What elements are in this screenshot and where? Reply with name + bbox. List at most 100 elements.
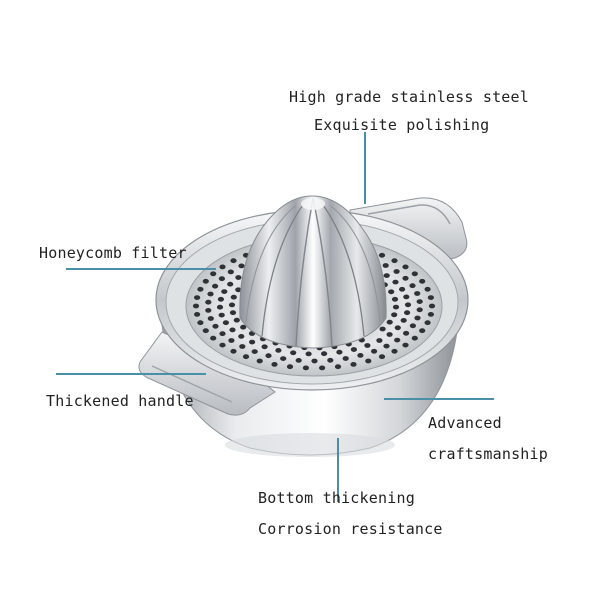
filter-hole [221, 289, 228, 294]
filter-hole [265, 353, 272, 359]
filter-hole [403, 330, 410, 336]
filter-hole [350, 362, 357, 367]
filter-hole [207, 316, 214, 321]
filter-hole [357, 353, 364, 358]
filter-hole [228, 338, 235, 343]
filter-hole [238, 334, 245, 339]
filter-hole [365, 358, 372, 364]
filter-hole [240, 324, 247, 330]
filter-hole [256, 358, 263, 364]
filter-hole [271, 362, 278, 367]
filter-hole [230, 348, 237, 354]
filter-hole [402, 275, 409, 281]
filter-hole [383, 343, 390, 349]
filter-hole [197, 320, 204, 326]
filter-hole [192, 303, 200, 309]
filter-hole [242, 354, 250, 360]
callout-craft-line2: craftsmanship [428, 445, 548, 463]
filter-hole [235, 287, 242, 293]
filter-hole [280, 356, 287, 361]
filter-hole [230, 294, 237, 300]
filter-hole [404, 310, 411, 316]
leader-line-bottom [337, 438, 339, 502]
filter-hole [404, 302, 412, 308]
filter-hole [290, 350, 297, 356]
filter-hole [427, 312, 434, 317]
callout-steel-line2: Exquisite polishing [314, 116, 490, 134]
filter-hole [424, 320, 431, 326]
filter-hole [419, 328, 426, 334]
filter-hole [414, 315, 421, 321]
filter-hole [409, 283, 416, 289]
filter-hole [210, 271, 217, 277]
filter-hole [364, 343, 371, 348]
filter-hole [403, 294, 410, 300]
filter-hole [205, 308, 212, 313]
filter-hole [194, 312, 201, 317]
filter-hole [419, 278, 426, 284]
filter-hole [295, 358, 302, 363]
callout-bottom-line1: Bottom thickening [258, 489, 415, 507]
filter-hole [302, 365, 309, 371]
filter-hole [416, 299, 423, 304]
filter-hole [233, 317, 240, 323]
filter-hole [391, 348, 398, 354]
filter-hole [411, 271, 418, 277]
filter-hole [386, 332, 393, 337]
filter-hole [402, 264, 409, 270]
filter-hole [230, 258, 237, 264]
filter-hole [321, 351, 328, 357]
filter-hole [261, 344, 268, 350]
filter-hole [217, 296, 224, 302]
filter-hole [286, 364, 294, 370]
leader-line-steel [364, 132, 366, 204]
filter-hole [219, 342, 226, 348]
callout-bottom-line2: Corrosion resistance [258, 520, 443, 538]
filter-hole [424, 286, 431, 292]
filter-hole [416, 307, 423, 313]
filter-hole [427, 295, 434, 300]
filter-hole [334, 364, 342, 370]
filter-hole [371, 348, 378, 354]
filter-hole [210, 335, 217, 341]
filter-hole [392, 304, 400, 310]
filter-hole [202, 278, 209, 284]
filter-hole [402, 342, 409, 348]
leader-line-craft [384, 398, 494, 400]
filter-hole [350, 347, 357, 352]
filter-hole [305, 351, 312, 357]
filter-hole [392, 279, 399, 285]
filter-hole [383, 273, 390, 278]
filter-hole [382, 263, 389, 268]
filter-hole [207, 291, 214, 297]
filter-hole [239, 344, 246, 349]
filter-hole [235, 275, 242, 280]
filter-hole [218, 312, 225, 318]
filter-hole [378, 252, 386, 258]
filter-hole [216, 304, 224, 310]
filter-hole [327, 357, 334, 363]
filter-hole [411, 335, 418, 341]
filter-hole [342, 356, 349, 361]
filter-hole [393, 269, 400, 274]
filter-hole [194, 295, 201, 300]
filter-hole [227, 281, 234, 287]
filter-hole [428, 303, 436, 309]
filter-hole [399, 286, 406, 292]
callout-craft-line1: Advanced [428, 414, 502, 432]
filter-hole [311, 358, 318, 364]
filter-hole [197, 286, 204, 292]
filter-hole [386, 319, 393, 325]
filter-hole [319, 365, 326, 371]
filter-hole [275, 348, 282, 353]
filter-hole [202, 328, 209, 334]
filter-hole [205, 299, 212, 305]
filter-hole [219, 331, 226, 337]
filter-hole [218, 276, 225, 282]
filter-hole [228, 302, 236, 308]
filter-hole [391, 312, 398, 318]
filter-hole [251, 349, 258, 354]
filter-hole [238, 263, 245, 269]
filter-hole [414, 291, 421, 296]
